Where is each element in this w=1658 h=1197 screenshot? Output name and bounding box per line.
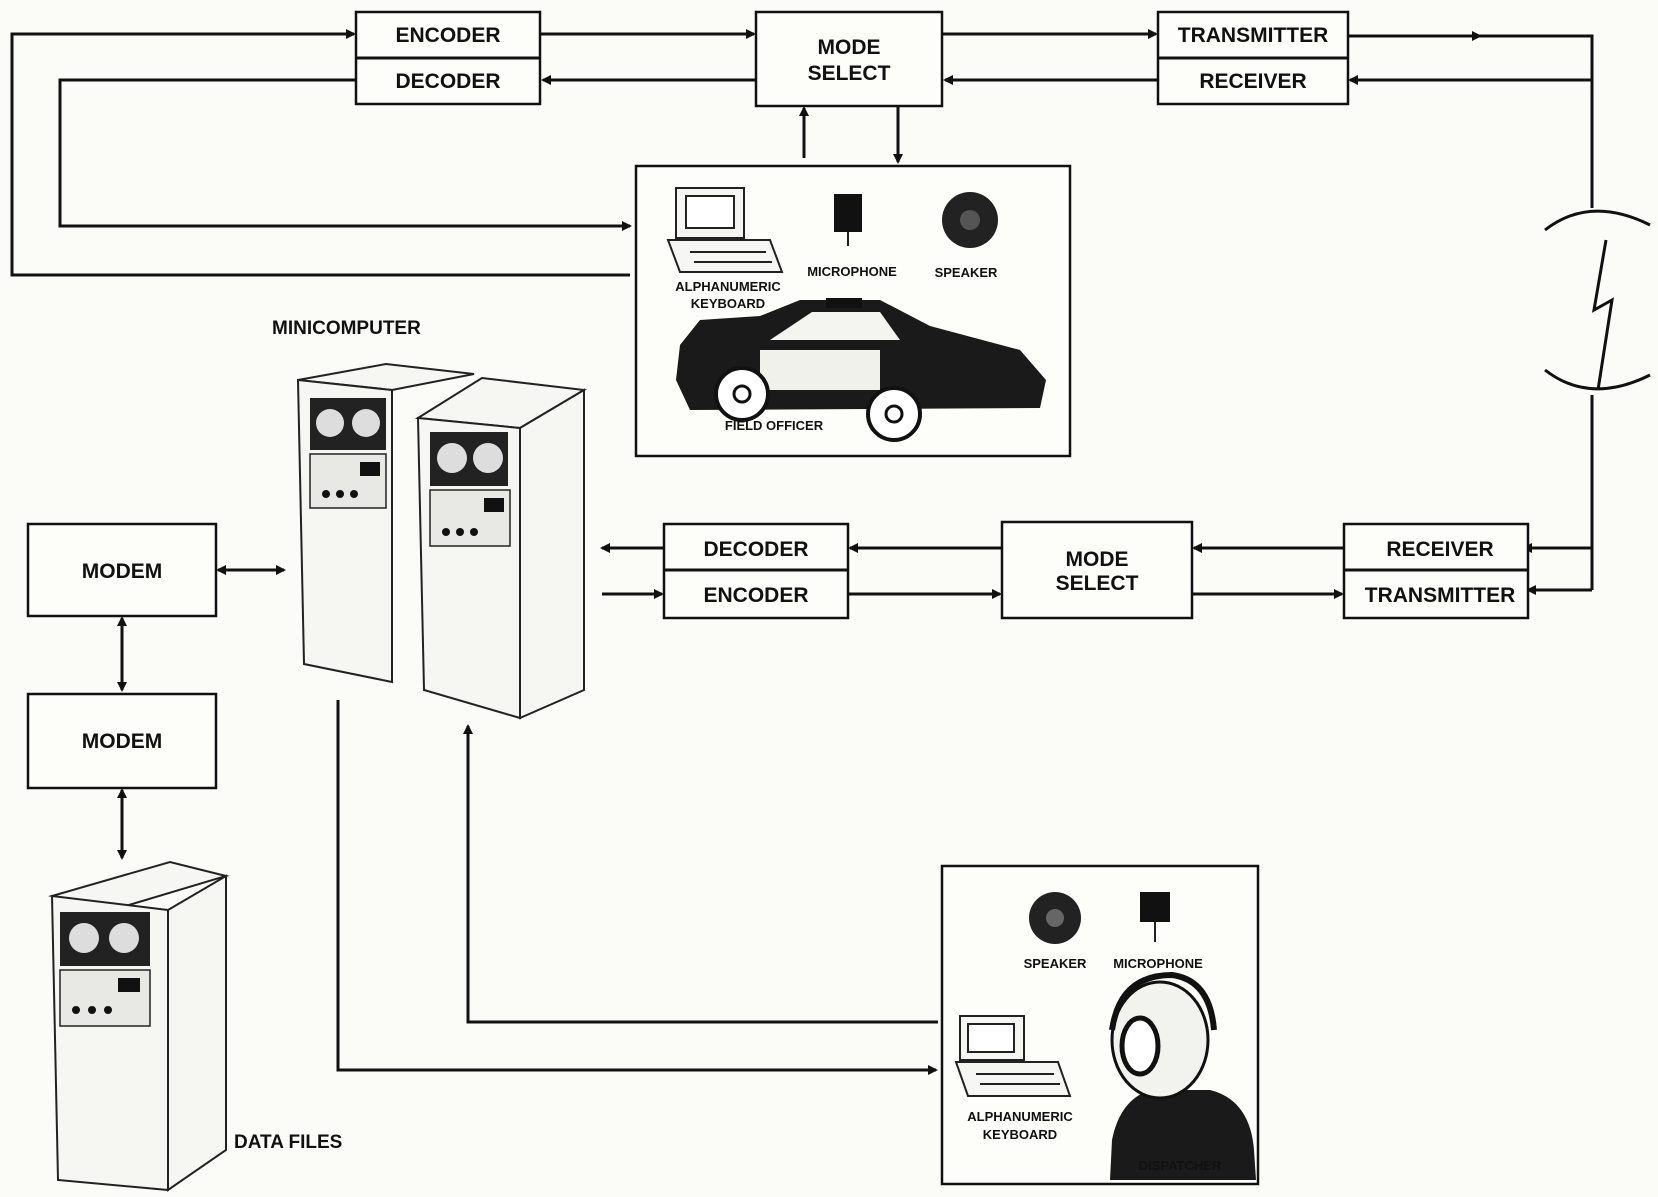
- mode-select-top-line1: MODE: [818, 36, 881, 59]
- speaker-icon: [942, 192, 998, 248]
- mode-select-base-line2: SELECT: [1056, 572, 1139, 595]
- dispatcher-keyboard-label-line1: ALPHANUMERIC: [967, 1109, 1073, 1124]
- wire-decoder-to-panel: [60, 80, 630, 226]
- field-officer-label: FIELD OFFICER: [725, 418, 824, 433]
- field-speaker-label: SPEAKER: [935, 265, 998, 280]
- radio-bolt: [1594, 240, 1612, 390]
- field-keyboard-label-line1: ALPHANUMERIC: [675, 279, 781, 294]
- transceiver-top: TRANSMITTER RECEIVER: [1158, 12, 1348, 104]
- dispatcher-keyboard-label-line2: KEYBOARD: [983, 1127, 1057, 1142]
- dispatcher-speaker-label: SPEAKER: [1024, 956, 1087, 971]
- wire-computer-to-dispatcher: [338, 700, 936, 1070]
- encoder-decoder-top: ENCODER DECODER: [356, 12, 540, 104]
- transceiver-base: RECEIVER TRANSMITTER: [1344, 524, 1528, 618]
- mode-select-base-line1: MODE: [1066, 548, 1129, 571]
- minicomputer-label: MINICOMPUTER: [272, 318, 421, 339]
- radio-link: [1524, 211, 1650, 590]
- decoder-encoder-base: DECODER ENCODER: [664, 524, 848, 618]
- dispatcher-speaker-icon: [1029, 892, 1081, 944]
- encoder-label-base: ENCODER: [703, 584, 808, 607]
- encoder-label-top: ENCODER: [395, 24, 500, 47]
- dispatcher-label: DISPATCHER: [1139, 1158, 1222, 1173]
- dispatcher-panel: SPEAKER MICROPHONE ALPHANUMERIC KEYBOARD…: [942, 866, 1258, 1184]
- wire-transmitter-out: [1348, 36, 1592, 208]
- data-files-label: DATA FILES: [234, 1132, 342, 1153]
- receiver-label-top: RECEIVER: [1199, 70, 1306, 93]
- receiver-label-base: RECEIVER: [1386, 538, 1493, 561]
- modem-label-bottom: MODEM: [82, 730, 163, 753]
- mode-select-box-top: [756, 12, 942, 106]
- field-officer-panel: ALPHANUMERIC KEYBOARD MICROPHONE SPEAKER…: [636, 166, 1070, 456]
- data-files-cabinet-icon: [52, 862, 226, 1190]
- modem-label-top: MODEM: [82, 560, 163, 583]
- decoder-label-base: DECODER: [703, 538, 808, 561]
- decoder-label-top: DECODER: [395, 70, 500, 93]
- modem-top: MODEM: [28, 524, 216, 616]
- modem-bottom: MODEM: [28, 694, 216, 788]
- field-keyboard-label-line2: KEYBOARD: [691, 296, 765, 311]
- mode-select-top: MODE SELECT: [756, 12, 942, 106]
- transmitter-label-top: TRANSMITTER: [1178, 24, 1329, 47]
- minicomputer-icon: [298, 364, 584, 718]
- dispatcher-microphone-label: MICROPHONE: [1113, 956, 1203, 971]
- field-microphone-label: MICROPHONE: [807, 264, 897, 279]
- radio-arc-top: [1545, 211, 1650, 230]
- transmitter-label-base: TRANSMITTER: [1365, 584, 1516, 607]
- mode-select-top-line2: SELECT: [808, 62, 891, 85]
- wire-dispatcher-to-computer: [468, 726, 938, 1022]
- mode-select-base: MODE SELECT: [1002, 522, 1192, 618]
